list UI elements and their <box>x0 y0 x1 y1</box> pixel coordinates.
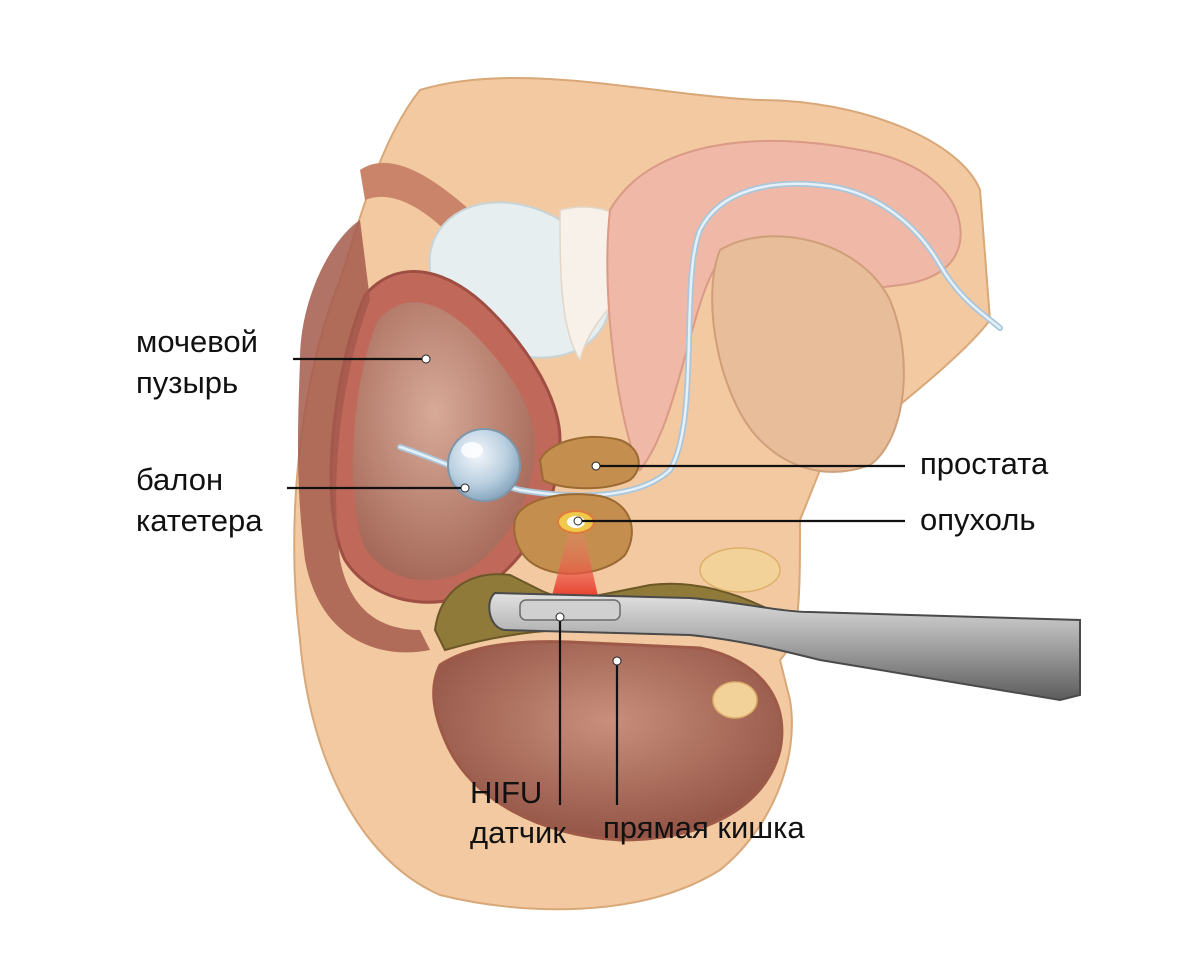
leader-tumor-dot <box>573 516 583 526</box>
catheter-tube-core <box>398 182 1002 497</box>
leader-hifu-dot <box>555 612 565 622</box>
rectum <box>432 640 784 842</box>
prostate-upper <box>538 436 640 490</box>
hifu-beam <box>552 534 598 596</box>
label-bladder-line2: пузырь <box>136 365 238 400</box>
bladder-interior <box>352 302 535 581</box>
probe-window <box>519 599 621 621</box>
labels: мочевой пузырь балон катетера простата о… <box>136 324 1049 850</box>
catheter-balloon <box>447 428 521 502</box>
balloon-highlight <box>461 442 483 458</box>
leader-rectum-dot <box>612 656 622 666</box>
label-bladder-line1: мочевой <box>136 324 258 359</box>
label-rectum: прямая кишка <box>603 810 805 845</box>
leader-prostate-dot <box>591 461 601 471</box>
label-hifu-line1: HIFU <box>470 775 542 810</box>
label-balloon-line1: балон <box>136 462 223 497</box>
label-prostate: простата <box>920 446 1049 481</box>
pelvic-cavity <box>297 220 430 653</box>
label-balloon-line2: катетера <box>136 503 263 538</box>
label-hifu-line2: датчик <box>470 815 566 850</box>
prostate-lower <box>513 493 633 575</box>
label-tumor: опухоль <box>920 502 1035 537</box>
anatomy-illustration <box>293 77 1081 911</box>
leader-balloon-dot <box>460 483 470 493</box>
leader-lines <box>287 354 905 805</box>
pubic-bone <box>360 162 470 235</box>
fat-lobule <box>712 681 758 719</box>
hifu-probe <box>488 591 1081 702</box>
leader-bladder-dot <box>421 354 431 364</box>
fat-lobule <box>699 547 781 593</box>
